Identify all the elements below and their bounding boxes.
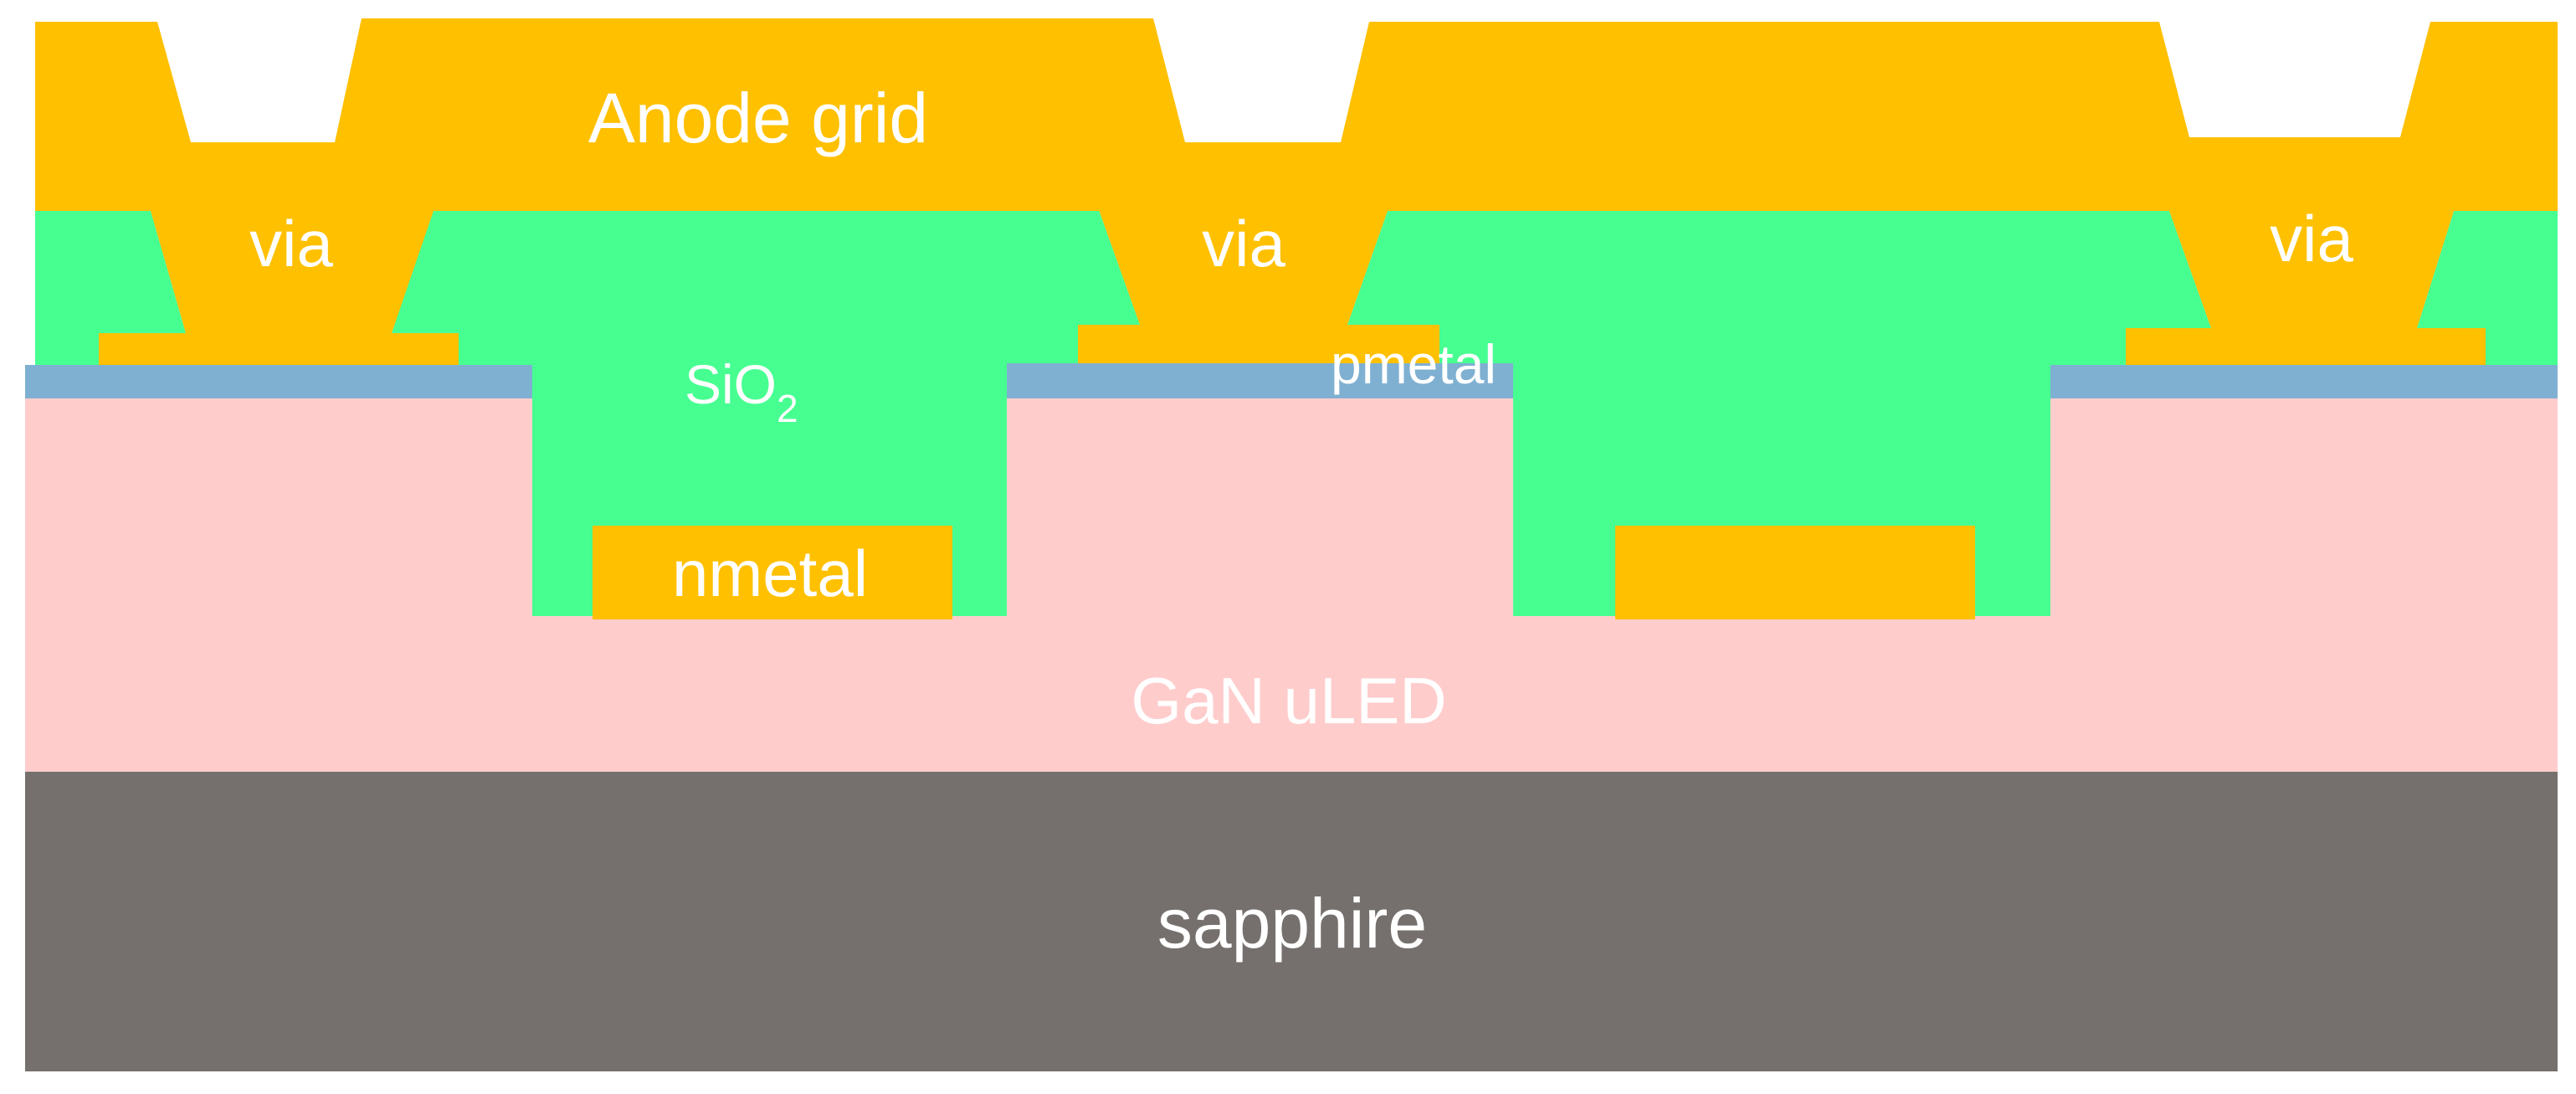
gan-uled-label: GaN uLED: [1131, 664, 1446, 737]
via-label-right: via: [2270, 202, 2353, 275]
sio2-label-subscript: 2: [777, 387, 798, 430]
sio2-layer-right: [2417, 211, 2558, 365]
via-pad-left: [99, 333, 459, 365]
nmetal-pad-1: [593, 526, 952, 619]
sio2-label-base: SiO: [685, 353, 777, 415]
gan-uled-layer: [25, 398, 2558, 772]
sio2-label: SiO2: [685, 353, 798, 430]
nmetal-label: nmetal: [672, 537, 868, 610]
via-left: [151, 211, 434, 333]
anode-grid-label: Anode grid: [588, 79, 928, 157]
pmetal-layer-center: [1007, 363, 1513, 398]
via-right: [2169, 211, 2454, 328]
via-center: [1098, 208, 1388, 325]
pmetal-layer-right: [2050, 365, 2558, 398]
sio2-layer-trench-2: [1347, 211, 2211, 616]
anode-grid: [35, 18, 2558, 211]
via-label-center: via: [1202, 207, 1285, 280]
sio2-layer-trench-1: [392, 208, 1140, 616]
pmetal-label: pmetal: [1331, 333, 1496, 395]
via-label-left: via: [249, 207, 333, 280]
sapphire-label: sapphire: [1157, 884, 1427, 963]
nmetal-pad-2: [1615, 526, 1975, 619]
sio2-layer-left: [35, 211, 186, 365]
sapphire-layer: [25, 772, 2558, 1071]
via-pad-right: [2126, 328, 2486, 365]
via-pad-center: [1078, 325, 1439, 363]
pmetal-layer-left: [25, 365, 532, 398]
